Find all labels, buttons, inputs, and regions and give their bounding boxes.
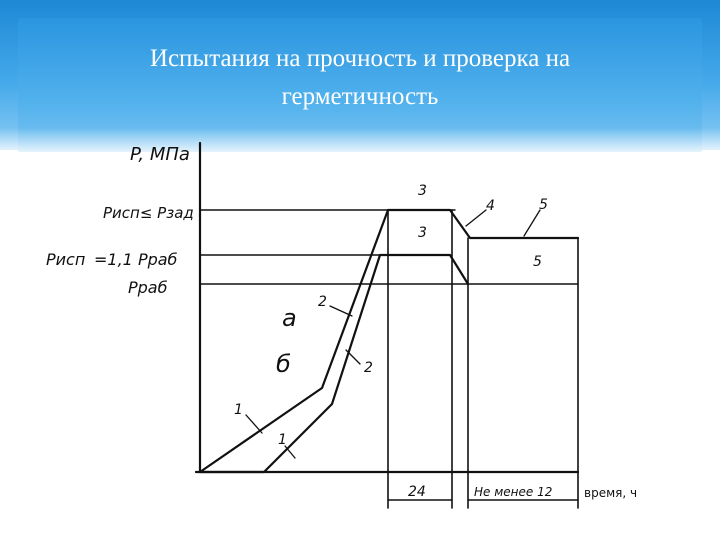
curve-b: [198, 253, 470, 474]
label-curve-b: б: [276, 350, 291, 378]
label-2b: 2: [364, 360, 373, 376]
leader-1a: [245, 414, 263, 434]
banner-fade: [0, 128, 720, 168]
label-3a: 3: [418, 183, 427, 199]
y-axis-label: P, МПа: [130, 144, 190, 165]
label-4: 4: [486, 198, 495, 214]
leader-5: [523, 209, 541, 237]
leader-2a: [329, 305, 353, 317]
slide-title: Испытания на прочность и проверка на гер…: [40, 40, 680, 116]
label-2a: 2: [318, 294, 327, 310]
leader-2b: [345, 349, 361, 365]
label-curve-a: а: [282, 304, 297, 332]
x-axis-label: время, ч: [584, 486, 637, 500]
label-test-pressure-symbol: Pисп: [46, 250, 85, 269]
curve-a: [198, 208, 580, 474]
label-5a: 5: [539, 197, 548, 213]
slide-title-line1: Испытания на прочность и проверка на: [149, 45, 571, 72]
label-5b: 5: [533, 254, 542, 270]
label-test-pressure-le-design: Pисп≤ Pзад: [103, 204, 194, 222]
label-1b: 1: [278, 432, 287, 448]
label-work-pressure: Pраб: [128, 278, 168, 297]
duration-hold: 24: [408, 484, 426, 500]
duration-check: Не менее 12: [474, 485, 552, 499]
label-test-pressure-formula: =1,1 Pраб: [94, 250, 178, 269]
leader-1b: [284, 445, 296, 459]
label-1a: 1: [234, 402, 243, 418]
label-3b: 3: [418, 225, 427, 241]
leader-4: [465, 209, 487, 227]
title-banner: [0, 0, 720, 152]
slide-title-line2: герметичность: [281, 83, 439, 110]
